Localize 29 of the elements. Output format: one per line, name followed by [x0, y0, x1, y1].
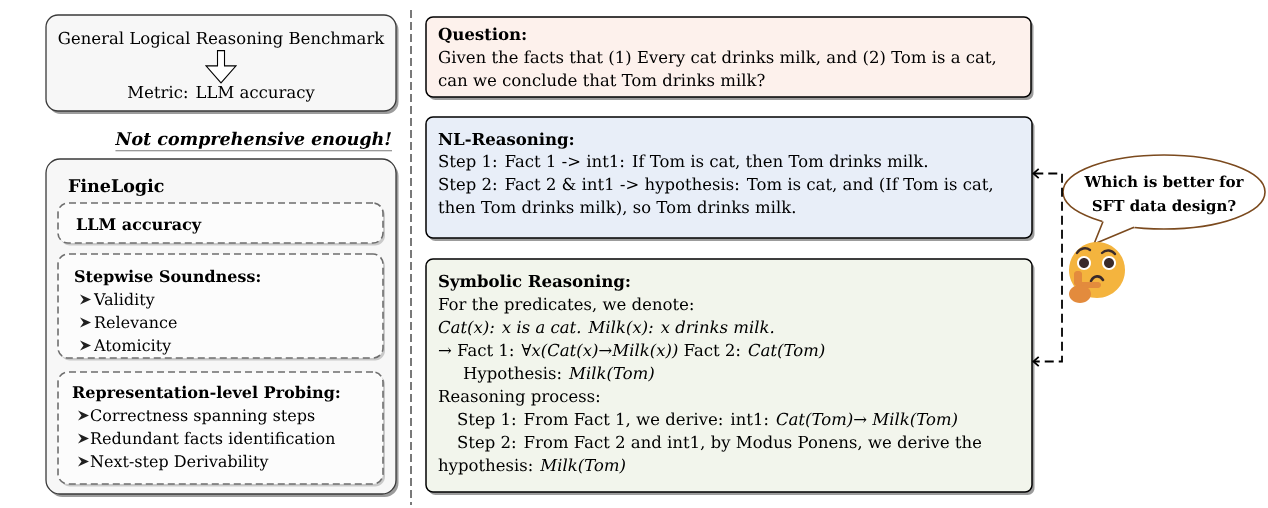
list-item: Relevance — [94, 315, 177, 329]
body-text: Cat(x): x is a cat. Milk(x): x drinks milk. — [438, 320, 774, 336]
title-text: FineLogic — [68, 178, 164, 196]
list-item: Correctness spanning steps — [90, 409, 315, 425]
heading-text: General Logical Reasoning Benchmark — [58, 31, 385, 48]
body-text: Step 2: Fact 2 & int1 -> hypothesis: Tom is cat, and (If Tom is cat, then Tom drinks milk), so Tom drinks milk. — [438, 177, 993, 216]
panel-title: Representation-level Probing: — [72, 385, 340, 402]
panel-title: NL-Reasoning: — [438, 132, 574, 149]
body-text: Hypothesis: Milk(Tom) — [463, 366, 654, 383]
dashed-box: LLM accuracy — [57, 202, 385, 246]
body-text: Step 2: From Fact 2 and int1, by Modus Ponens, we derive the hypothesis: Milk(Tom) — [438, 435, 982, 475]
panel-title: Stepwise Soundness: — [75, 269, 260, 286]
body-text: Step 1: Fact 1 -> int1: If Tom is cat, then Tom drinks milk. — [439, 154, 927, 171]
list-item: Atomicity — [93, 339, 172, 355]
panel-title: Symbolic Reasoning: — [439, 274, 630, 291]
panel-title: Question: — [438, 27, 526, 43]
hollow-arrow — [204, 50, 238, 84]
list-item: Next-step Derivability — [90, 454, 269, 471]
body-text: Given the facts that (1) Every cat drinks milk, and (2) Tom is a cat, can we conclude that Tom drinks milk? — [438, 50, 996, 87]
body-text: → Fact 1: ∀x(Cat(x)→Milk(x)) Fact 2: Cat(Tom) — [438, 343, 825, 359]
body-text: For the predicates, we denote: — [438, 297, 693, 314]
speech-bubble: Which is better for SFT data design? — [1062, 154, 1266, 245]
dashed-arrow — [1032, 167, 1063, 368]
metric-text: Metric: LLM accuracy — [128, 85, 315, 102]
body-text: Step 1: From Fact 1, we derive: int1: Cat(Tom)→ Milk(Tom) — [458, 412, 957, 429]
list-item: Validity — [93, 292, 155, 309]
body-text: Reasoning process: — [438, 389, 599, 406]
underlined-note: Not comprehensive enough! — [115, 131, 393, 152]
list-item: Redundant facts identification — [90, 431, 335, 445]
